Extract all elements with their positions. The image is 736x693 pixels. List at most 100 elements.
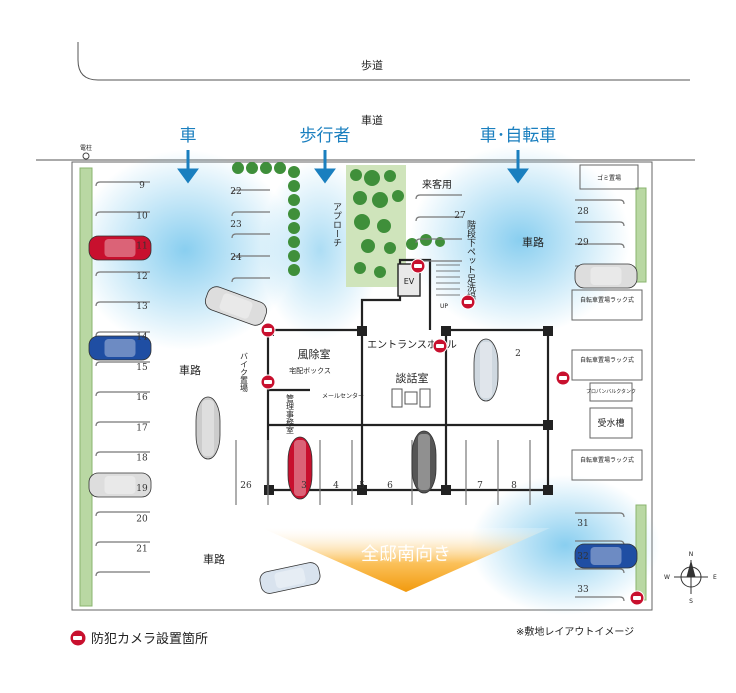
spot-number: 33 xyxy=(577,585,589,595)
spot-number: 11 xyxy=(136,242,147,252)
red-car xyxy=(287,436,313,500)
spot-number: 16 xyxy=(136,393,148,403)
south-facing-label: 全邸南向き xyxy=(361,544,451,565)
silver-car xyxy=(259,562,321,594)
spot-number: 3 xyxy=(301,481,307,491)
management-label: 管理事務室 xyxy=(286,393,295,434)
arrow-car-label: 車 xyxy=(180,126,197,146)
security-cameras xyxy=(260,258,645,606)
bicycle-rack-1-label: 自転車置場ラック式 xyxy=(580,296,634,304)
camera-zone-east xyxy=(410,145,630,335)
security-camera-icon xyxy=(629,590,645,606)
silver-car xyxy=(88,472,152,498)
compass-e: E xyxy=(713,574,717,581)
road-label-2: 車路 xyxy=(522,235,544,249)
mail-center-label: メールセンター xyxy=(322,392,364,400)
spot-number: 9 xyxy=(139,181,145,191)
lounge-table xyxy=(404,391,418,405)
hedge-trees-approach xyxy=(232,162,300,276)
silver-car xyxy=(204,286,268,326)
garbage-area xyxy=(579,164,639,190)
road-label-1: 車路 xyxy=(179,363,201,377)
bicycle-areas xyxy=(571,289,643,481)
visitor-label: 来客用 xyxy=(422,178,452,191)
water-tank-label: 受水槽 xyxy=(597,417,624,429)
bike-parking-label: バイク置場 xyxy=(240,352,249,393)
stairs xyxy=(436,264,460,296)
approach-label: アプローチ xyxy=(331,202,342,247)
dark-car xyxy=(411,430,437,494)
layout-note: ※敷地レイアウトイメージ xyxy=(516,627,635,638)
spot-number: 27 xyxy=(454,211,466,221)
lounge-sofa-1 xyxy=(391,388,403,408)
spot-number: 14 xyxy=(136,333,148,343)
sidewalk-label: 歩道 xyxy=(361,58,383,72)
security-camera-icon xyxy=(260,322,276,338)
camera-zone-southeast xyxy=(470,475,660,615)
utility-pole-icon xyxy=(82,152,90,160)
spot-number: 24 xyxy=(230,253,242,263)
spot-number: 31 xyxy=(577,519,588,529)
security-camera-icon xyxy=(410,258,426,274)
elevator-label: EV xyxy=(404,277,415,286)
roadway-label: 車道 xyxy=(361,113,383,127)
spot-number: 6 xyxy=(387,481,393,491)
hedge-right-upper xyxy=(635,187,647,283)
spot-number: 2 xyxy=(515,349,521,359)
spot-number: 19 xyxy=(136,484,148,494)
spot-number: 15 xyxy=(136,363,148,373)
spot-number: 5 xyxy=(359,481,365,491)
entry-arrows xyxy=(177,150,529,184)
legend-label: 防犯カメラ設置箇所 xyxy=(91,632,209,647)
blue-car xyxy=(574,543,638,569)
sidewalk-edge xyxy=(77,42,690,81)
pole-label: 電柱 xyxy=(80,144,92,152)
spot-number: 13 xyxy=(136,302,148,312)
spot-number: 7 xyxy=(477,481,483,491)
propane-label: プロパンバルクタンク xyxy=(586,388,636,395)
security-camera-icon xyxy=(70,630,86,645)
bicycle-rack-2-label: 自転車置場ラック式 xyxy=(580,356,634,364)
silver-car xyxy=(574,263,638,289)
hedge-right-lower xyxy=(635,504,647,601)
hedge-left xyxy=(79,167,93,607)
spot-number: 4 xyxy=(333,481,339,491)
windbreak-label: 風除室 xyxy=(298,347,331,361)
spot-number: 20 xyxy=(136,514,148,524)
spot-number: 17 xyxy=(136,423,148,433)
arrow-car-bicycle-label: 車･自転車 xyxy=(480,126,557,146)
south-facing-arrow xyxy=(262,528,550,592)
lounge-sofa-2 xyxy=(419,388,431,408)
road-label-3: 車路 xyxy=(203,552,225,566)
garbage-label: ゴミ置場 xyxy=(597,174,621,182)
spot-number: 21 xyxy=(136,545,147,555)
security-camera-icon xyxy=(260,374,276,390)
security-camera-icon xyxy=(460,294,476,310)
spot-number: 10 xyxy=(136,211,148,221)
red-car xyxy=(88,235,152,261)
spot-number: 28 xyxy=(577,207,589,217)
up-label: UP xyxy=(440,303,448,310)
stairs-pet-label: 階段下ペット足洗場 xyxy=(465,220,476,302)
silver-car xyxy=(473,338,499,402)
compass-n: N xyxy=(689,551,694,558)
compass-w: W xyxy=(664,574,670,581)
compass-icon xyxy=(674,560,708,594)
delivery-box-label: 宅配ボックス xyxy=(289,366,331,375)
lounge-label: 談話室 xyxy=(396,371,429,385)
spot-number: 32 xyxy=(577,552,588,562)
spot-number: 12 xyxy=(136,272,147,282)
camera-legend: 防犯カメラ設置箇所 xyxy=(70,628,208,647)
silver-car xyxy=(195,396,221,460)
spot-number: 8 xyxy=(511,481,517,491)
garden-trees xyxy=(350,169,445,278)
arrow-pedestrian-label: 歩行者 xyxy=(300,126,351,146)
parking-bays xyxy=(95,181,625,602)
security-camera-icon xyxy=(555,370,571,386)
spot-number: 22 xyxy=(230,187,241,197)
blue-car xyxy=(88,335,152,361)
spot-number: 29 xyxy=(577,238,589,248)
parked-cars xyxy=(88,235,638,594)
